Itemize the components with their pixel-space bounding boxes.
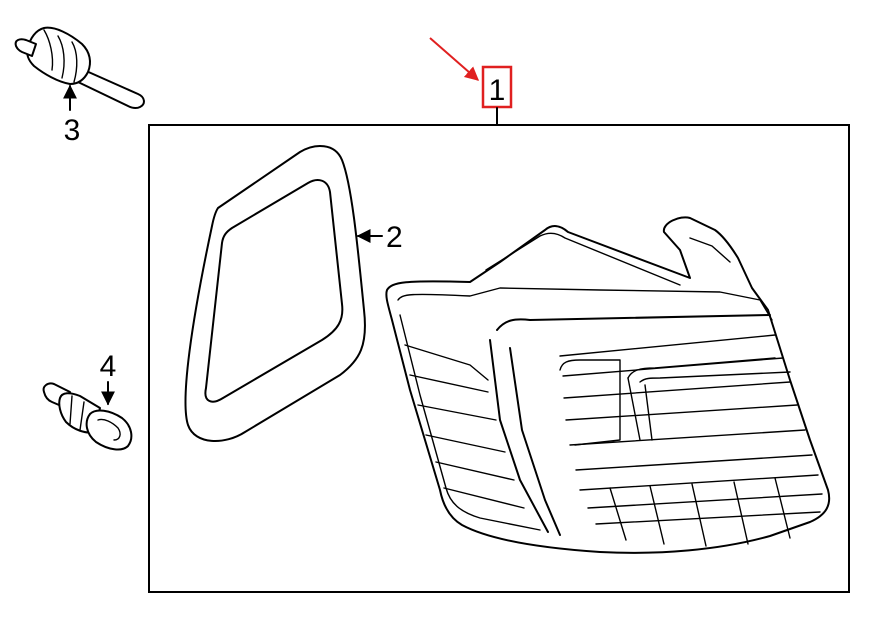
callout-3-label: 3 [64,114,81,147]
tail-lamp-part-1 [385,216,831,554]
callout-2-label: 2 [386,221,403,254]
callout-4-label: 4 [100,350,117,383]
socket-screw-part-3 [14,26,145,110]
gasket-part-2 [184,145,366,443]
highlight-arrow [429,37,480,81]
bulb-part-4 [42,382,133,451]
callout-1-label: 1 [489,74,506,107]
assembly-frame [148,124,850,593]
